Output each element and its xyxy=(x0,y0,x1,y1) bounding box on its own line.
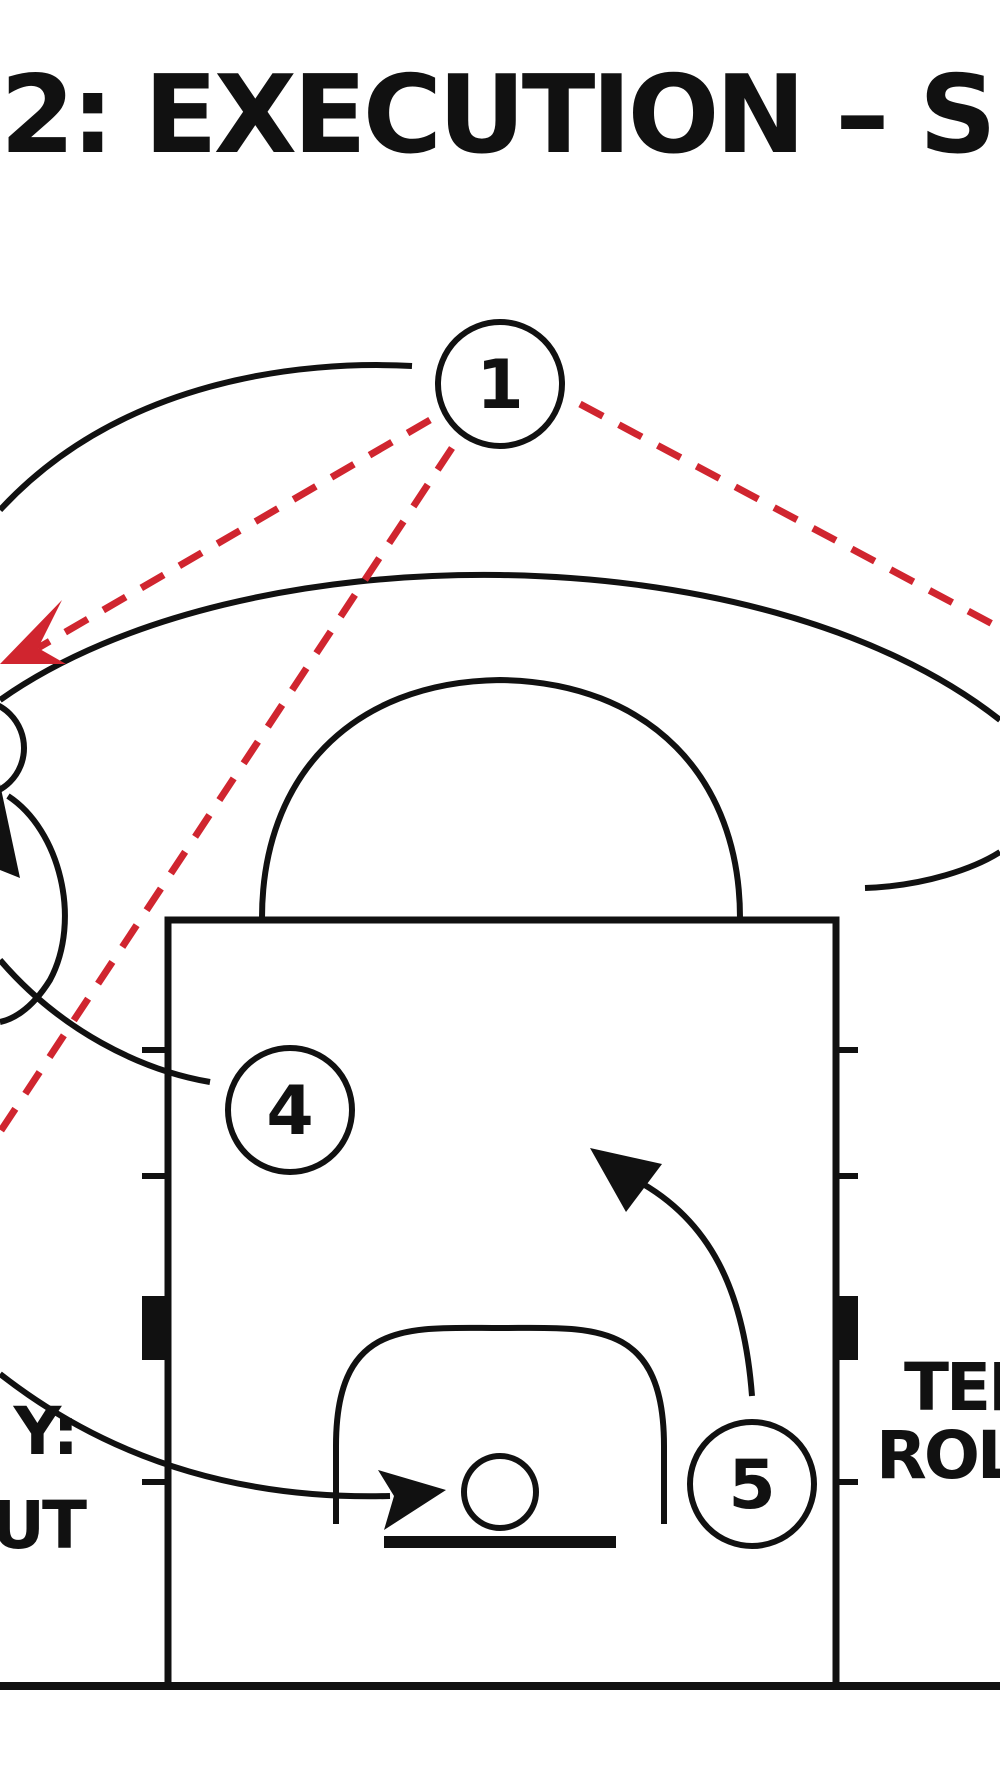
restricted-area xyxy=(333,1324,667,1524)
roll-path-player-5 xyxy=(634,1177,755,1397)
free-throw-circle xyxy=(259,676,743,919)
lane-block-right xyxy=(836,1296,858,1360)
player-1-label: 1 xyxy=(476,346,523,425)
player-4-label: 4 xyxy=(266,1072,313,1151)
three-point-arc-right-end xyxy=(864,849,1000,891)
left-note-line1: Y: xyxy=(13,1393,76,1470)
rim xyxy=(461,1453,539,1531)
three-point-arc xyxy=(0,572,1000,723)
left-note-line2: CUT xyxy=(0,1487,87,1564)
cut-path-top-left xyxy=(0,362,413,513)
player-5: 5 xyxy=(687,1419,817,1549)
pass-arrowhead xyxy=(0,600,66,664)
screen-loop-left xyxy=(0,793,68,1025)
player-1: 1 xyxy=(435,319,565,449)
player-5-label: 5 xyxy=(728,1446,775,1525)
lane-block-left xyxy=(142,1296,168,1360)
diagram-title: 2: EXECUTION – SHOOTER O xyxy=(0,53,1000,178)
right-note-line2: ROLL xyxy=(876,1417,1000,1494)
lane-hashes-right xyxy=(836,1047,858,1485)
pass-to-left-wing xyxy=(36,416,432,652)
baseline-cut-path xyxy=(0,1371,391,1500)
player-2-partial xyxy=(0,703,27,793)
cut-path-player-4 xyxy=(0,958,211,1085)
pass-lines xyxy=(0,400,1000,1134)
right-note-line1: TER xyxy=(904,1349,1000,1426)
pass-to-right-wing xyxy=(578,400,1000,632)
arrowhead-left-loop xyxy=(0,784,20,878)
lane-hashes-left xyxy=(142,1047,168,1485)
arrowhead-baseline-cut xyxy=(378,1470,446,1530)
pass-to-corner xyxy=(0,446,455,1134)
arrowhead-roll xyxy=(590,1148,662,1212)
player-4: 4 xyxy=(225,1045,355,1175)
